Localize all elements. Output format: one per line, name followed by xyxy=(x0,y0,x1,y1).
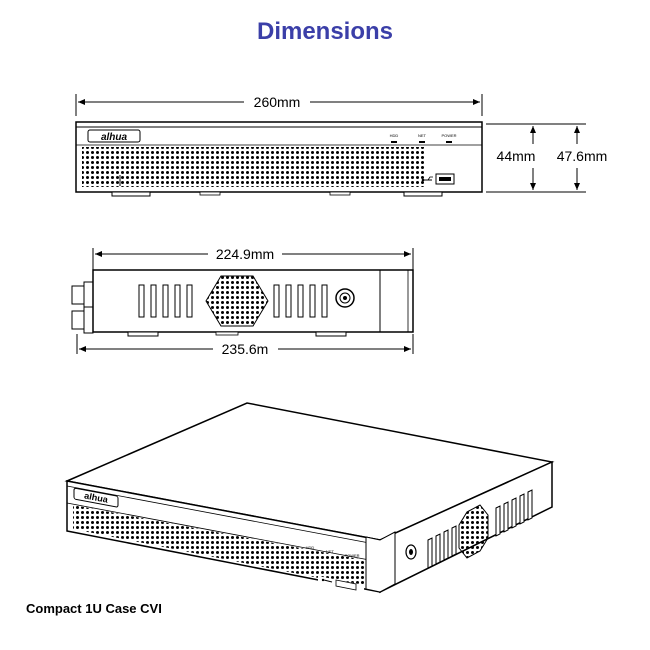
side-fan-grille xyxy=(205,275,269,327)
front-brand-logo: alhua xyxy=(87,129,141,143)
usb-icon xyxy=(421,176,433,182)
side-top-label: 224.9mm xyxy=(216,246,274,262)
caption: Compact 1U Case CVI xyxy=(26,601,162,616)
front-indicator-hdd: HDD xyxy=(390,133,399,138)
iso-brand-logo: alhua xyxy=(73,487,119,508)
front-width-label: 260mm xyxy=(254,94,301,110)
front-brand-text: alhua xyxy=(101,132,128,143)
front-indicator-power: POWER xyxy=(441,133,456,138)
page-title: Dimensions xyxy=(256,18,394,45)
front-height-inner-label: 44mm xyxy=(497,148,536,164)
front-height-outer-label: 47.6mm xyxy=(557,148,608,164)
iso-indicator-net: NET xyxy=(326,549,335,554)
iso-brand-text: alhua xyxy=(84,491,107,505)
iso-side-fan xyxy=(458,504,489,559)
front-grille xyxy=(82,147,424,187)
iso-indicator-hdd: HDD xyxy=(306,545,315,550)
side-view: 224.9mm xyxy=(71,246,414,357)
front-view: 260mm alhua HDD NET POWER xyxy=(75,94,608,197)
iso-indicator-power: POWER xyxy=(344,553,359,558)
side-bottom-label: 235.6m xyxy=(222,341,269,357)
iso-view: alhua HDD NET POWER xyxy=(64,402,555,594)
front-indicator-net: NET xyxy=(418,133,427,138)
iso-front-grille xyxy=(73,505,364,587)
iso-usb-icon xyxy=(321,578,333,583)
